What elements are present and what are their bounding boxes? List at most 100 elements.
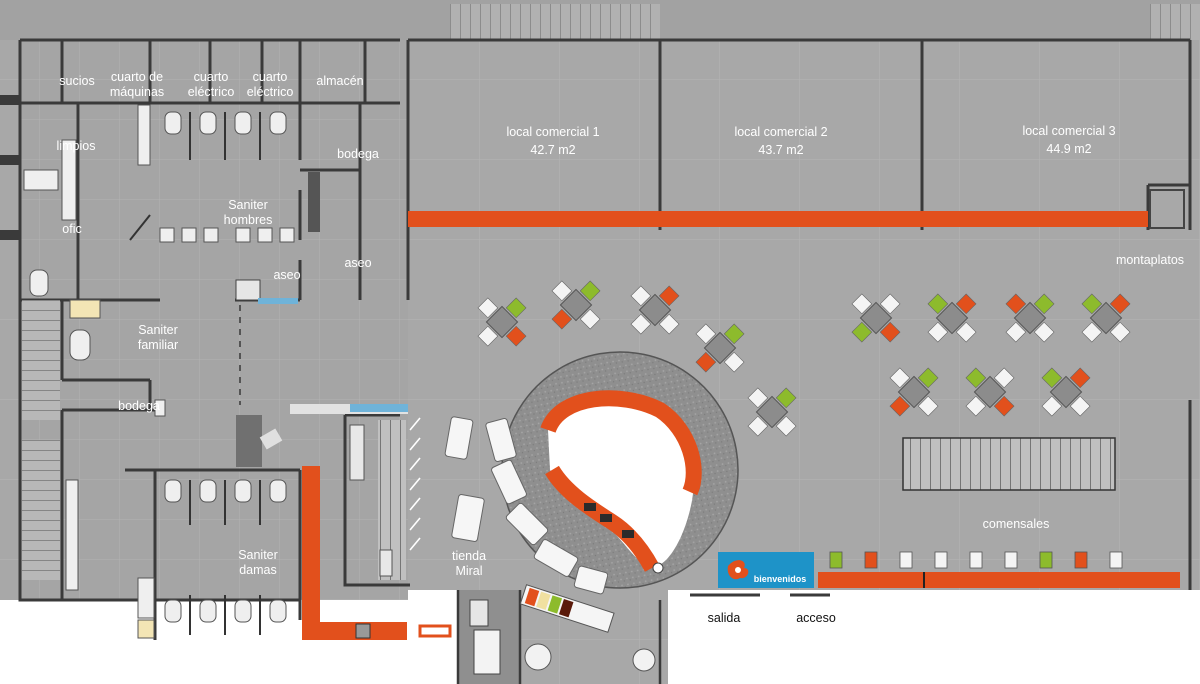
table-top — [559, 288, 593, 322]
table-top — [755, 395, 789, 429]
chair — [695, 351, 717, 373]
chair — [630, 285, 652, 307]
dining-table — [851, 293, 901, 343]
chair — [658, 313, 680, 335]
dining-table — [747, 387, 797, 437]
chair — [1005, 321, 1027, 343]
dining-table — [965, 367, 1015, 417]
bar-stool — [1004, 551, 1018, 569]
table-top — [1089, 301, 1123, 335]
table-top — [485, 305, 519, 339]
dining-table — [477, 297, 527, 347]
chair — [1109, 321, 1131, 343]
room-label-bodega-1: bodega — [337, 147, 379, 161]
dining-table — [551, 280, 601, 330]
chair — [1069, 367, 1091, 389]
chair — [889, 395, 911, 417]
chair — [477, 325, 499, 347]
chair — [1041, 367, 1063, 389]
table-top — [1049, 375, 1083, 409]
dining-table — [695, 323, 745, 373]
label-acceso: acceso — [796, 611, 836, 625]
table-top — [638, 293, 672, 327]
dining-table — [889, 367, 939, 417]
chair — [1069, 395, 1091, 417]
chair — [965, 395, 987, 417]
local-comercial-3-name: local comercial 3 — [1022, 124, 1116, 138]
chair — [851, 293, 873, 315]
chair — [505, 325, 527, 347]
chair — [1005, 293, 1027, 315]
chair — [775, 387, 797, 409]
chair — [579, 280, 601, 302]
chair — [695, 323, 717, 345]
bar-stool — [934, 551, 948, 569]
table-top — [859, 301, 893, 335]
chair — [965, 367, 987, 389]
chair — [917, 367, 939, 389]
table-top — [897, 375, 931, 409]
chair — [505, 297, 527, 319]
chair — [1081, 293, 1103, 315]
local-comercial-1-name: local comercial 1 — [506, 125, 600, 139]
chair — [879, 293, 901, 315]
room-label-bodega-2: bodega — [118, 399, 160, 413]
bar-stool — [969, 551, 983, 569]
table-top — [1013, 301, 1047, 335]
bar-stool — [864, 551, 878, 569]
chair — [723, 323, 745, 345]
chair — [747, 387, 769, 409]
dining-table — [927, 293, 977, 343]
chair — [927, 321, 949, 343]
chair — [955, 293, 977, 315]
dining-table — [630, 285, 680, 335]
chair — [879, 321, 901, 343]
room-label-aseo-2: aseo — [344, 256, 372, 270]
room-label-tienda: tienda Miral — [451, 549, 487, 578]
chair — [955, 321, 977, 343]
chair — [993, 367, 1015, 389]
chair — [775, 415, 797, 437]
chair — [851, 321, 873, 343]
room-label-cuarto-maquinas: cuarto de máquinas — [109, 70, 165, 99]
local-comercial-2-area: 43.7 m2 — [758, 143, 804, 157]
label-salida: salida — [707, 611, 741, 625]
bar-stool — [1109, 551, 1123, 569]
room-label-montaplatos: montaplatos — [1115, 253, 1185, 267]
chair — [917, 395, 939, 417]
chair — [747, 415, 769, 437]
chair — [630, 313, 652, 335]
room-label-saniter-familiar: Saniter familiar — [137, 323, 179, 352]
room-label-limpios: limpios — [56, 139, 96, 153]
chair — [551, 280, 573, 302]
room-label-ofic: ofic — [62, 222, 82, 236]
bar-stool — [1039, 551, 1053, 569]
dining-table — [1005, 293, 1055, 343]
room-label-cuarto-electrico-1: cuarto eléctrico — [187, 70, 235, 99]
local-comercial-1-area: 42.7 m2 — [530, 143, 576, 157]
chair — [1081, 321, 1103, 343]
chair — [477, 297, 499, 319]
room-label-comensales: comensales — [982, 517, 1050, 531]
dining-table — [1081, 293, 1131, 343]
chair — [551, 308, 573, 330]
bar-stool — [1074, 551, 1088, 569]
chair — [723, 351, 745, 373]
room-label-saniter-hombres: Saniter hombres — [223, 198, 273, 227]
room-label-saniter-damas: Saniter damas — [238, 548, 278, 577]
chair — [1041, 395, 1063, 417]
room-label-almacen: almacén — [316, 74, 364, 88]
bar-stool — [899, 551, 913, 569]
chair — [579, 308, 601, 330]
table-top — [935, 301, 969, 335]
chair — [927, 293, 949, 315]
bar-stool — [829, 551, 843, 569]
table-top — [703, 331, 737, 365]
welcome-logo-icon — [727, 560, 749, 580]
local-comercial-2-name: local comercial 2 — [734, 125, 828, 139]
chair — [1109, 293, 1131, 315]
chair — [658, 285, 680, 307]
chair — [1033, 321, 1055, 343]
chair — [993, 395, 1015, 417]
